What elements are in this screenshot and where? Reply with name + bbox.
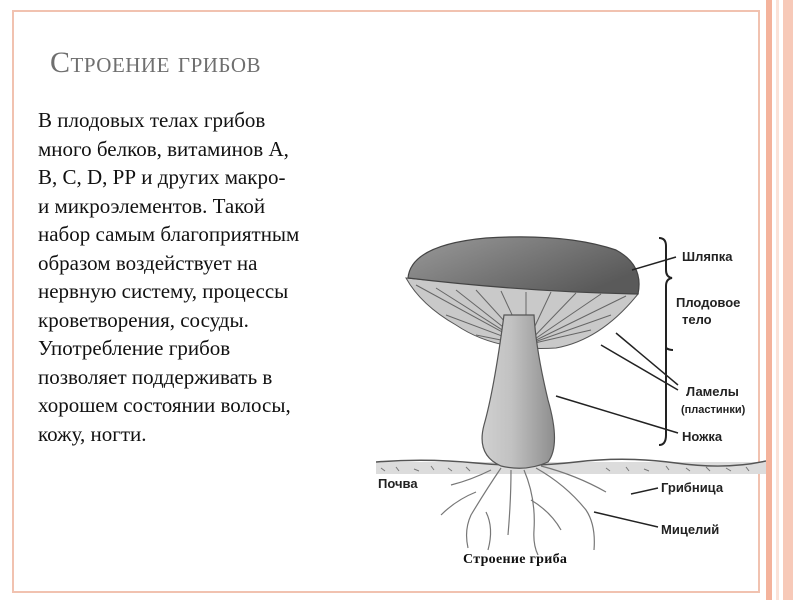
label-soil: Почва [378,476,418,491]
cap [407,236,640,295]
body-line: позволяет поддерживать в [38,364,273,389]
label-mycelium-strand: Грибница [661,480,724,495]
mycelium-roots [440,465,607,556]
body-line: образом воздействует на [38,250,258,275]
decorative-bar [783,0,793,600]
label-mycelium: Мицелий [661,522,719,537]
slide-title: Строение грибов [50,46,261,79]
body-line: много белков, витаминов А, [38,136,289,161]
label-fruit-body: Плодовое [676,295,740,310]
label-brackets [658,237,674,446]
body-line: нервную систему, процессы [38,279,289,303]
decorative-bar [776,0,779,600]
label-lamellae-note: (пластинки) [681,404,746,416]
label-cap: Шляпка [682,249,733,264]
body-line: Употребление грибов [38,336,231,360]
body-line: В, С, D, РР и других макро- [38,165,286,189]
body-line: кожу, ногти. [38,421,147,446]
decorative-bar [766,0,772,600]
label-fruit-body-line2: тело [682,312,712,327]
body-line: В плодовых телах грибов [38,108,266,132]
mushroom-diagram: Шляпка Плодовое тело Ламелы (пластинки) … [376,236,766,556]
body-line: набор самым благоприятным [38,222,300,246]
label-stem: Ножка [682,429,723,444]
body-line: и микроэлементов. Такой [38,193,266,218]
label-lamellae: Ламелы [686,384,739,399]
soil-layer [376,458,766,474]
diagram-caption: Строение гриба [463,552,568,567]
slide-border [12,10,760,593]
body-line: кроветворения, сосуды. [38,307,249,332]
pointer-lines [555,256,679,528]
stem [481,314,556,469]
body-text: В плодовых телах грибов много белков, ви… [38,106,383,448]
body-line: хорошем состоянии волосы, [38,393,291,417]
